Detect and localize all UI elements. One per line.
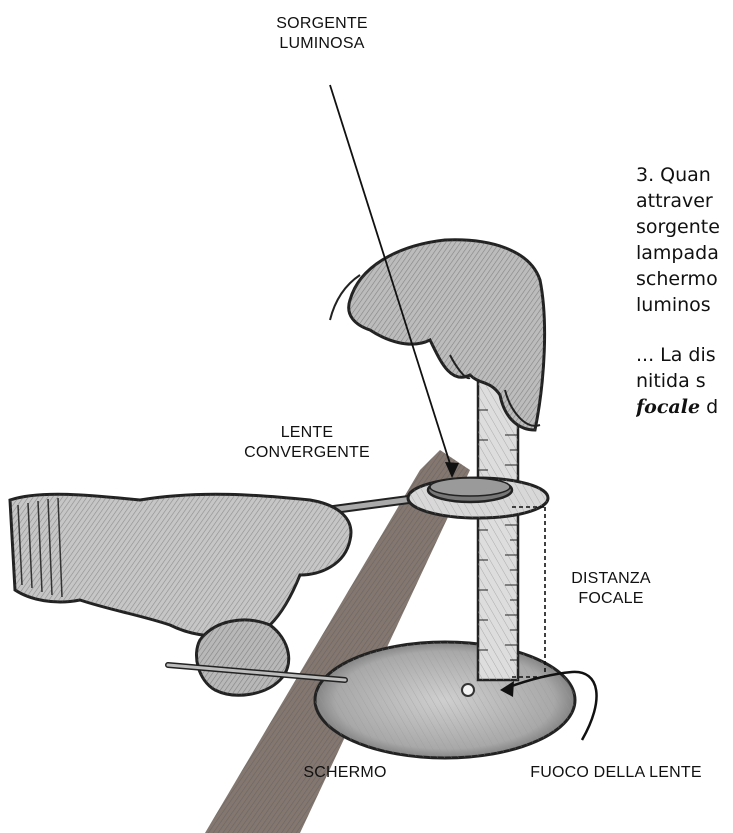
converging-lens-label: LENTE CONVERGENTE [242,423,372,463]
focal-distance-label: DISTANZA FOCALE [556,569,666,609]
caption-line: ... La dis [636,342,733,368]
caption-line: sorgente [636,214,733,240]
screen-disc [315,642,575,758]
lens [330,478,548,518]
caption-line-last: focale d [636,394,733,420]
caption-gap [636,318,733,342]
lens-focus-label: FUOCO DELLA LENTE [516,763,716,783]
caption-line: 3. Quan [636,162,733,188]
caption-text: 3. Quan attraver sorgente lampada scherm… [636,162,733,420]
caption-line: nitida s [636,368,733,394]
caption-line: attraver [636,188,733,214]
hand-holding-ruler [330,240,545,430]
hand-holding-lens [10,494,351,636]
focus-point [462,684,474,696]
caption-line: lampada [636,240,733,266]
screen-label: SCHERMO [290,763,400,783]
caption-line: luminos [636,292,733,318]
light-source-label: SORGENTE LUMINOSA [262,14,382,54]
caption-emphasis: focale [636,396,700,418]
caption-rest: d [700,396,718,418]
caption-line: schermo [636,266,733,292]
